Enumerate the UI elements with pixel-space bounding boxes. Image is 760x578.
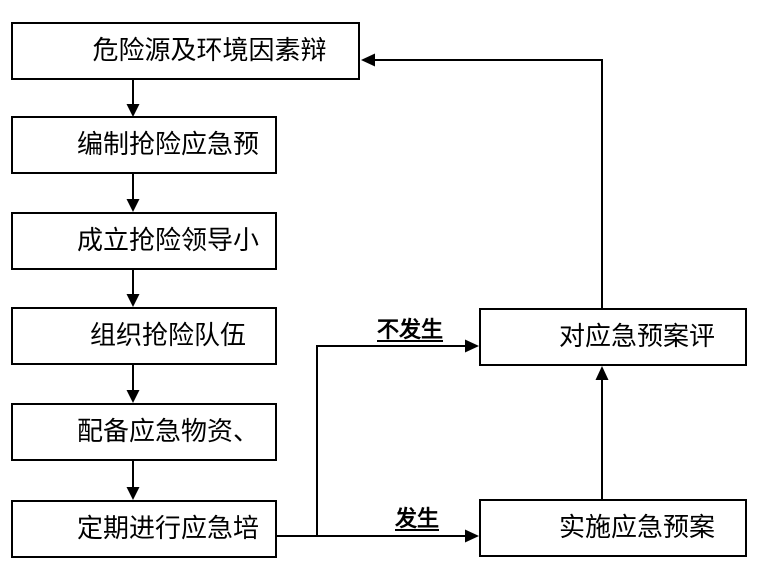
flow-box-prepare-emergency-plan-label: 编制抢险应急预 [76, 130, 259, 159]
flow-box-organize-rescue-team: 组织抢险队伍 [11, 307, 277, 365]
arrow-training-to-implement-occur [317, 529, 479, 543]
flow-box-allocate-supplies: 配备应急物资、 [11, 403, 277, 461]
flow-box-implement-plan-label: 实施应急预案 [558, 513, 715, 542]
flow-box-organize-rescue-team-label: 组织抢险队伍 [89, 321, 246, 350]
arrow-implement-to-review [595, 366, 609, 499]
arrow-hazard-to-prepare [126, 80, 140, 117]
arrow-prepare-to-group [126, 174, 140, 212]
arrow-group-to-team [126, 270, 140, 307]
edge-label-not-occur: 不发生 [377, 317, 444, 342]
flow-box-establish-leading-group: 成立抢险领导小 [11, 212, 277, 270]
flow-box-prepare-emergency-plan: 编制抢险应急预 [11, 116, 277, 174]
flow-box-establish-leading-group-label: 成立抢险领导小 [76, 226, 259, 255]
flow-box-hazard-identification-label: 危险源及环境因素辩 [92, 36, 327, 65]
flow-box-plan-review: 对应急预案评 [479, 308, 747, 366]
flow-box-plan-review-label: 对应急预案评 [558, 322, 715, 351]
arrow-review-feedback-to-hazard [361, 53, 603, 308]
flow-box-allocate-supplies-label: 配备应急物资、 [76, 417, 259, 446]
flow-box-implement-plan: 实施应急预案 [479, 499, 747, 557]
flow-box-regular-training: 定期进行应急培 [11, 500, 277, 558]
arrow-supplies-to-training [126, 461, 140, 500]
arrow-team-to-supplies [126, 365, 140, 403]
flow-box-hazard-identification: 危险源及环境因素辩 [11, 22, 360, 80]
flow-box-regular-training-label: 定期进行应急培 [76, 514, 259, 543]
edge-label-occur: 发生 [395, 506, 440, 531]
arrow-training-to-review-not-occur [277, 339, 479, 537]
